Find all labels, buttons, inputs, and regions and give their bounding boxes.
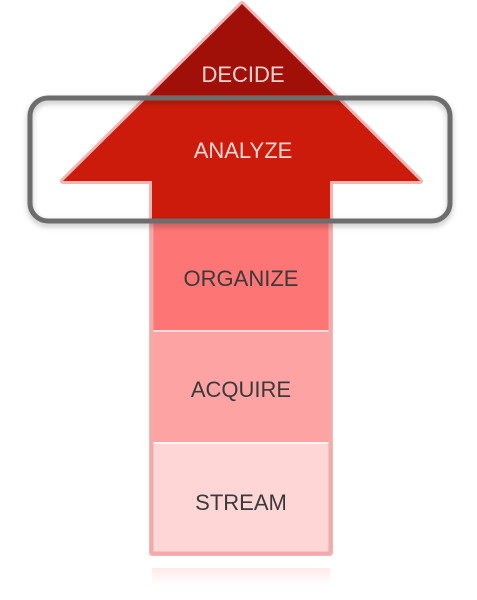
layer-label-acquire: ACQUIRE — [191, 377, 291, 402]
arrow-reflection — [152, 568, 330, 594]
layer-label-analyze: ANALYZE — [194, 138, 293, 163]
layer-label-stream: STREAM — [195, 490, 287, 515]
layer-label-organize: ORGANIZE — [184, 266, 299, 291]
highlight-frame-analyze — [27, 95, 453, 224]
layer-label-decide: DECIDE — [201, 62, 284, 87]
